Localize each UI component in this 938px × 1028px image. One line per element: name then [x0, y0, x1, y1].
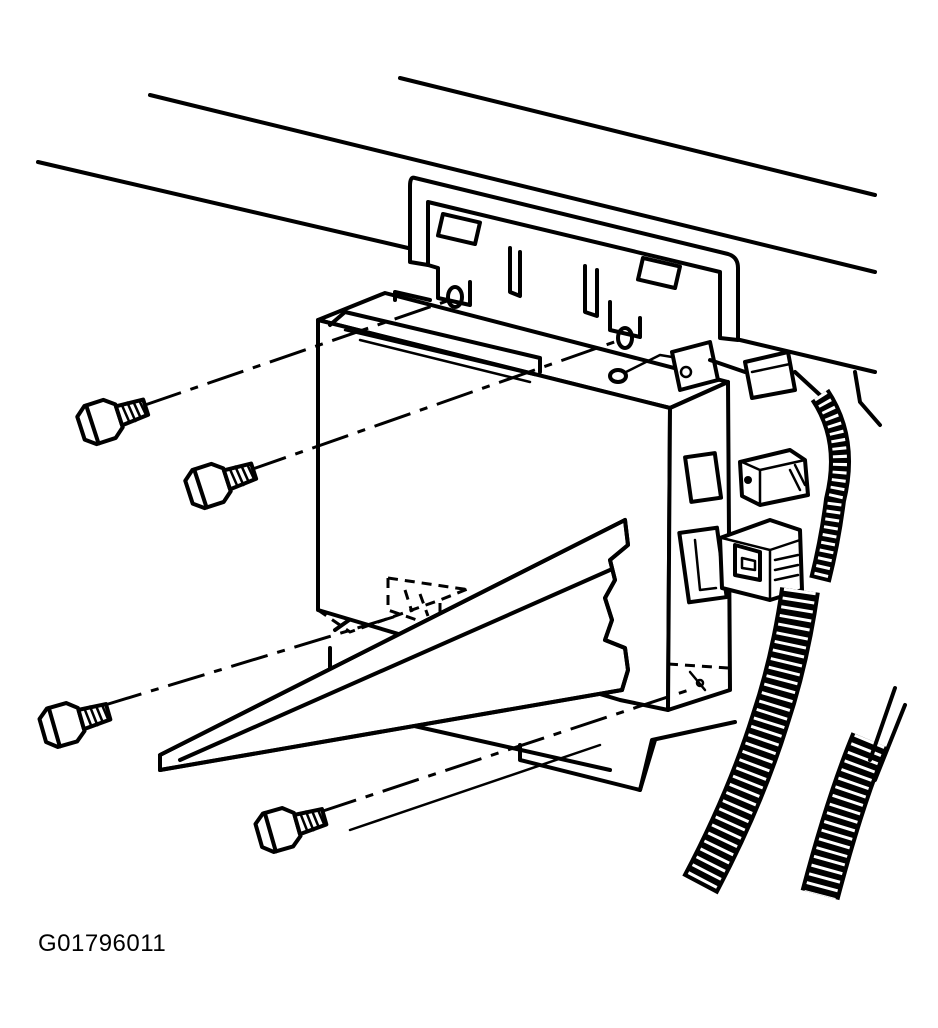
bolt-lower-left [37, 613, 401, 749]
middle-connector [738, 448, 810, 507]
wiring-harness [682, 388, 907, 901]
mounting-bracket [408, 175, 740, 350]
bolt-upper-left [75, 298, 451, 447]
large-connector [718, 518, 804, 602]
foreground-panel-cutaway [158, 518, 630, 772]
figure-code-label: G01796011 [38, 930, 167, 957]
top-connector [670, 340, 822, 400]
body-panel-lines [36, 76, 882, 427]
bolt-lower-right [253, 686, 696, 854]
bolt-middle [183, 338, 621, 511]
